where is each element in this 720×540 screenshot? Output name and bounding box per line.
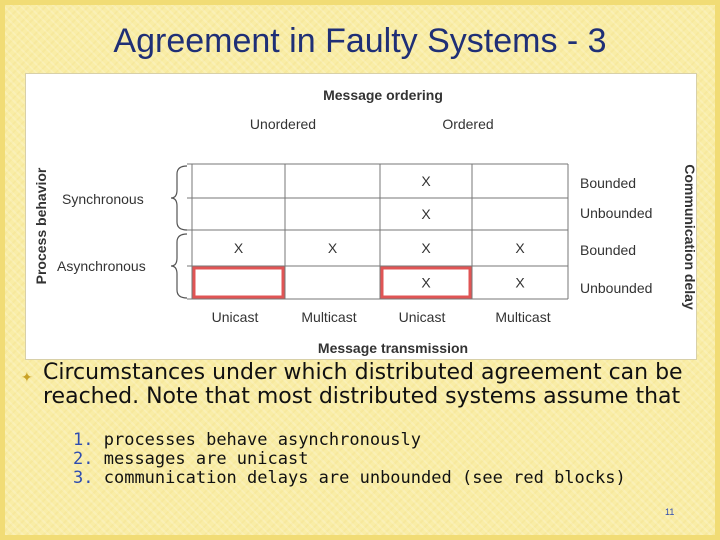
cell-mark: X [421,240,431,256]
transmission-label-3: Unicast [399,309,446,325]
list-item-text: processes behave asynchronously [103,430,422,450]
list-number: 3. [73,468,94,488]
delay-label-3: Bounded [580,242,636,258]
transmission-label-4: Multicast [495,309,550,325]
list-item: 1. processes behave asynchronously [73,431,626,450]
list-item: 2. messages are unicast [73,450,626,469]
bullet-point: ✦ Circumstances under which distributed … [21,360,703,409]
list-number: 2. [73,449,94,469]
page-number: 11 [665,507,675,517]
highlighted-cell [192,266,285,299]
list-item: 3. communication delays are unbounded (s… [73,469,626,488]
transmission-label-1: Unicast [212,309,259,325]
message-transmission-label: Message transmission [318,340,468,356]
process-behavior-label: Process behavior [33,167,49,284]
cell-mark: X [328,240,338,256]
cell-mark: X [515,240,525,256]
communication-delay-label: Communication delay [682,164,696,310]
list-item-text: communication delays are unbounded (see … [103,468,626,488]
list-item-text: messages are unicast [103,449,309,469]
cell-mark: X [515,275,525,291]
cell-mark: X [421,173,431,189]
agreement-diagram: Message ordering Unordered Ordered Proce… [33,87,696,356]
delay-label-2: Unbounded [580,205,652,221]
delay-label-1: Bounded [580,175,636,191]
asynchronous-brace [170,233,188,299]
assumption-list: 1. processes behave asynchronously 2. me… [73,431,626,488]
highlighted-cell [380,266,472,299]
bullet-marker-icon: ✦ [21,370,33,386]
grid-lines [187,163,569,300]
agreement-figure: Message ordering Unordered Ordered Proce… [25,73,697,360]
message-ordering-label: Message ordering [323,87,443,103]
behavior-asynchronous-label: Asynchronous [57,258,146,274]
cell-mark: X [234,240,244,256]
behavior-synchronous-label: Synchronous [62,191,144,207]
cell-mark: X [421,275,431,291]
synchronous-brace [170,165,188,231]
list-number: 1. [73,430,94,450]
grid-cells: X X X X X X X X [192,173,525,299]
cell-mark: X [421,206,431,222]
slide-title: Agreement in Faulty Systems - 3 [113,22,607,60]
bullet-text: Circumstances under which distributed ag… [43,360,683,409]
ordering-ordered-label: Ordered [442,116,493,132]
delay-label-4: Unbounded [580,280,652,296]
transmission-label-2: Multicast [301,309,356,325]
ordering-unordered-label: Unordered [250,116,316,132]
